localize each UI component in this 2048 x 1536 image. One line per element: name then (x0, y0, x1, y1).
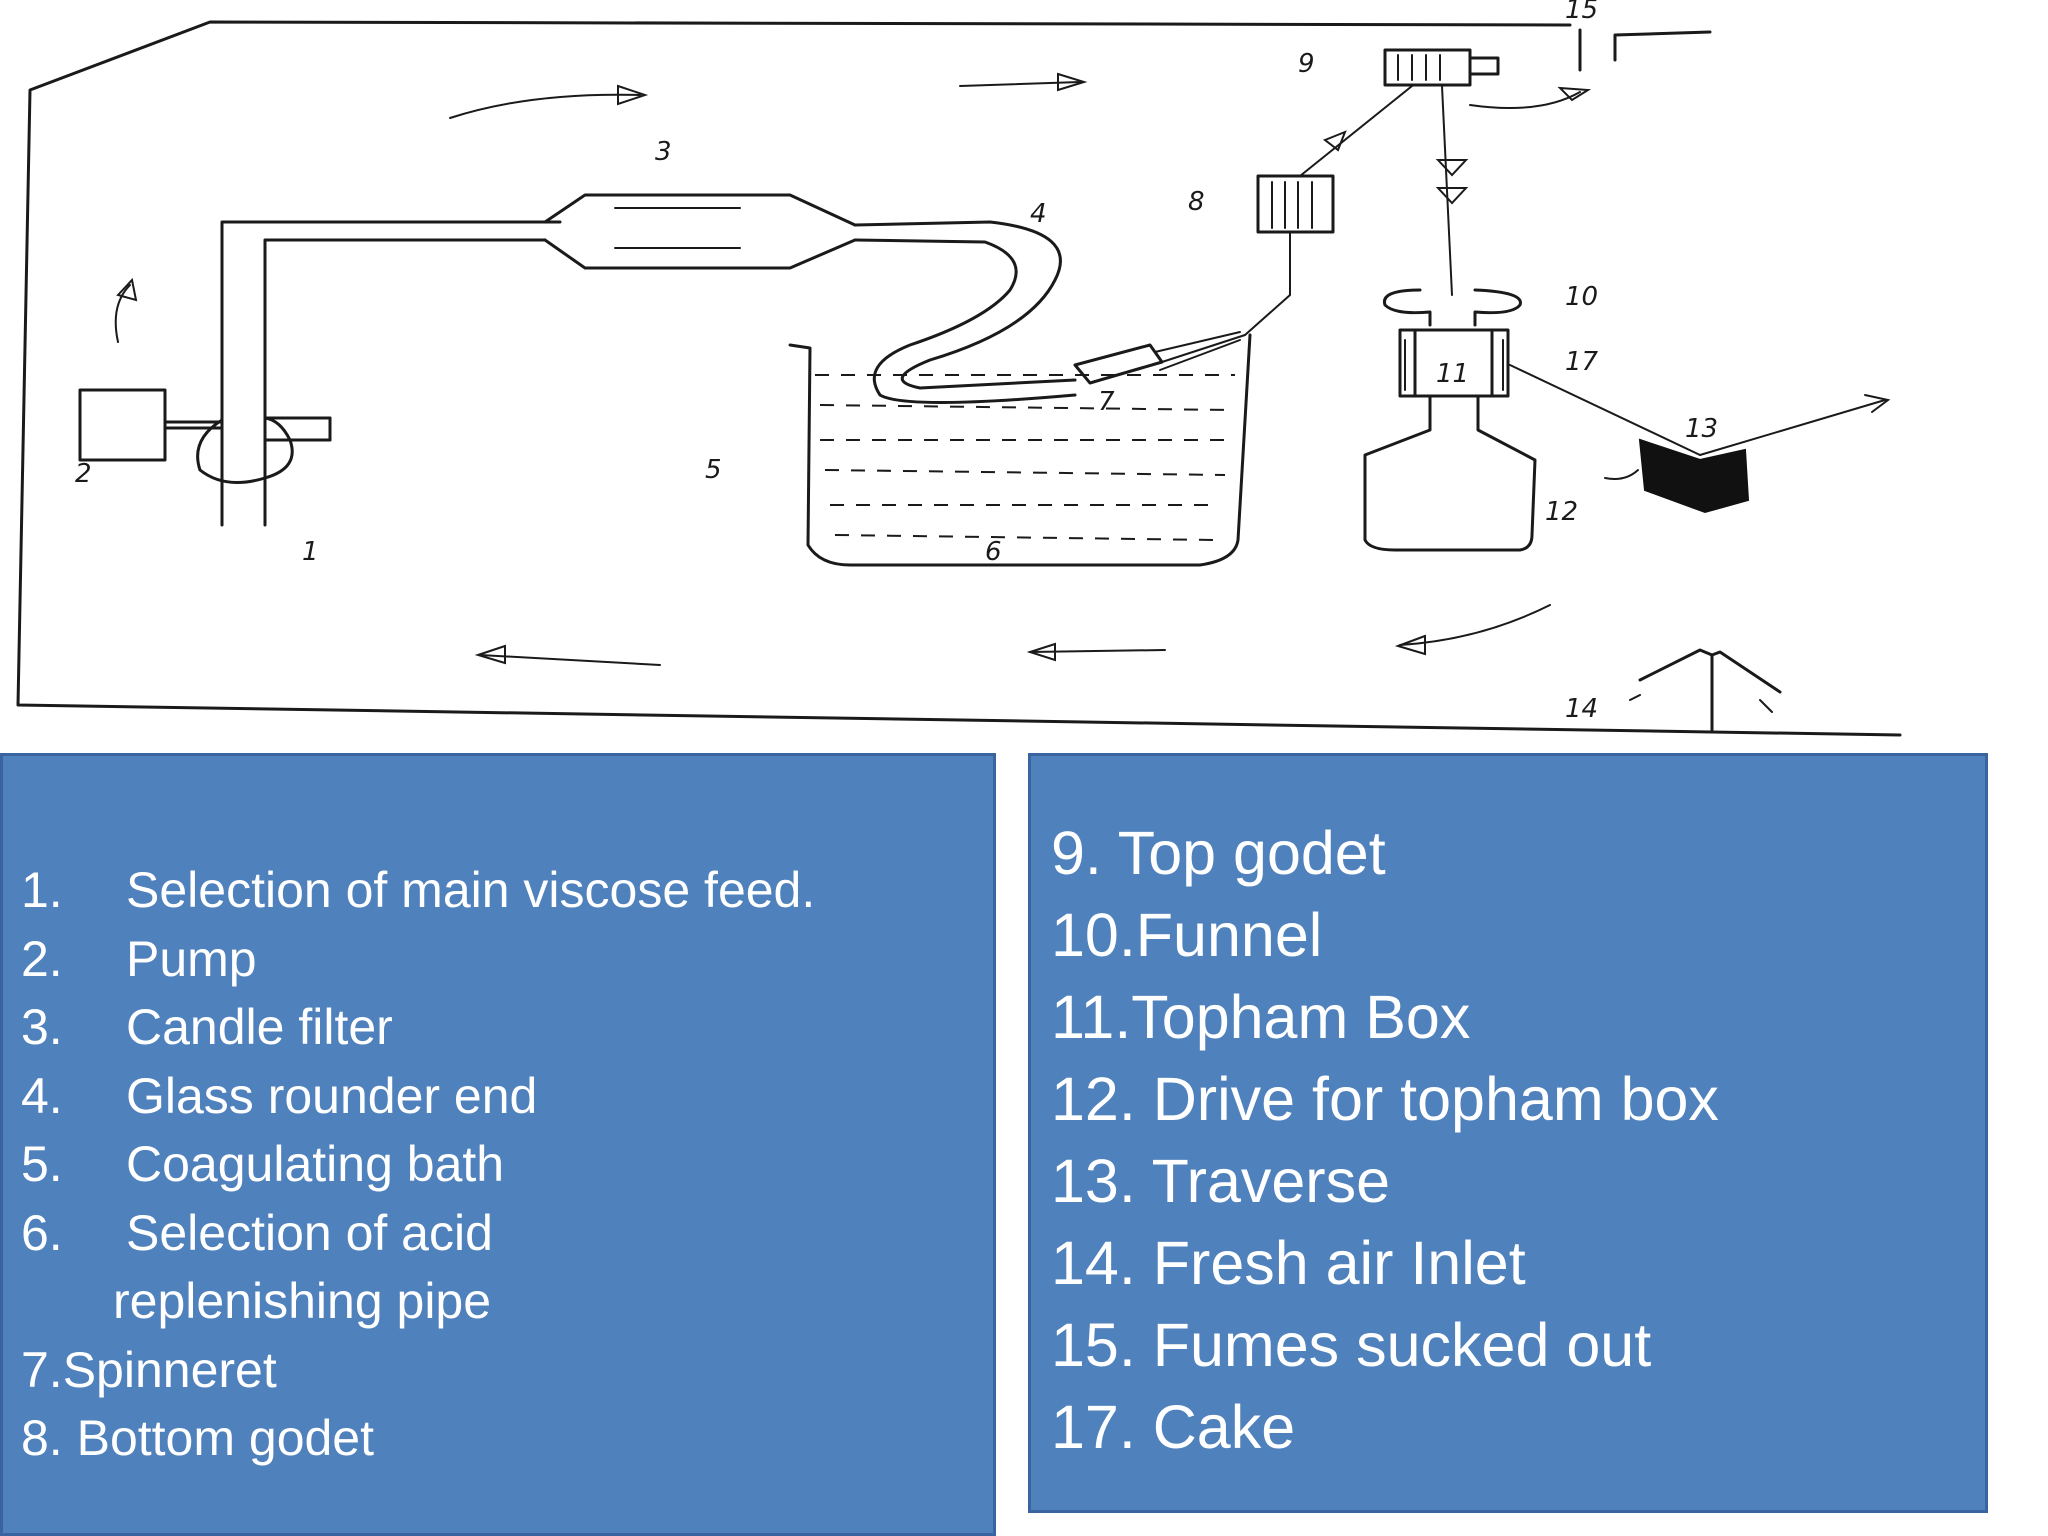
drive-for-topham-box (1363, 394, 1537, 552)
legend-item-11: 11.Topham Box (1051, 983, 1471, 1051)
legend-item-4: 4. Glass rounder end (21, 1062, 993, 1131)
label-5: 5 (705, 455, 722, 485)
legend-item-continuation: replenishing pipe (113, 1273, 492, 1329)
label-1: 1 (302, 537, 319, 567)
legend-item-1: 1. Selection of main viscose feed. (21, 856, 993, 925)
funnel (1382, 288, 1522, 327)
legend-item-15: 15. Fumes sucked out (1051, 1311, 1652, 1379)
label-7: 7 (1098, 387, 1115, 417)
label-13: 13 (1685, 414, 1718, 444)
airflow-arrows-top (449, 72, 1592, 119)
legend-item-text: Selection of main viscose feed. (126, 862, 816, 918)
topham-box (1398, 328, 1510, 398)
bottom-godet (1244, 174, 1335, 336)
label-17: 17 (1565, 347, 1599, 377)
legend-item-number: 6. (21, 1204, 63, 1261)
legend-item-text: Candle filter (126, 999, 393, 1055)
legend-item-8: 8. Bottom godet (21, 1410, 375, 1466)
label-9: 9 (1298, 49, 1315, 79)
glass-rounder-end (853, 220, 1077, 404)
legend-item-17: 17. Cake (1051, 1393, 1296, 1461)
legend-panel-left: 1. Selection of main viscose feed. 2. Pump… (0, 753, 996, 1536)
label-4: 4 (1030, 199, 1047, 229)
legend-item-13: 13. Traverse (1051, 1147, 1391, 1215)
legend-list-right: 9. Top godet 10.Funnel 11.Topham Box 12.… (1051, 812, 1985, 1468)
legend-list-left: 1. Selection of main viscose feed. 2. Pump… (21, 856, 993, 1473)
legend-item-14: 14. Fresh air Inlet (1051, 1229, 1526, 1297)
part-number-labels: 1 2 3 4 5 6 7 8 9 10 11 12 13 14 15 17 (75, 0, 1718, 724)
label-12: 12 (1545, 497, 1578, 527)
legend-item-10: 10.Funnel (1051, 901, 1323, 969)
viscose-feed-tube (196, 220, 562, 527)
label-10: 10 (1565, 282, 1598, 312)
fresh-air-inlet (1638, 648, 1782, 732)
legend-item-text: Glass rounder end (126, 1067, 538, 1124)
legend-item-number: 3. (21, 999, 63, 1055)
legend-item-text: Pump (126, 930, 257, 987)
legend-item-12: 12. Drive for topham box (1051, 1065, 1719, 1133)
airflow-arrows-bottom (114, 277, 1551, 666)
enclosure-outline (16, 20, 1902, 737)
traverse (1509, 364, 1891, 514)
legend-item-number: 2. (21, 930, 63, 987)
legend-item-number: 4. (21, 1067, 63, 1124)
spinneret (1073, 331, 1246, 385)
enclosure-top-right (1613, 30, 1712, 62)
legend-panel-right: 9. Top godet 10.Funnel 11.Topham Box 12.… (1028, 753, 1988, 1513)
legend-item-6: 6. Selection of acid replenishing pipe (21, 1199, 993, 1336)
label-2: 2 (75, 459, 92, 489)
legend-item-3: 3. Candle filter (21, 993, 993, 1062)
label-8: 8 (1188, 187, 1205, 217)
legend-item-7: 7.Spinneret (21, 1341, 277, 1398)
legend-item-text: Coagulating bath (126, 1136, 505, 1192)
top-godet (1299, 48, 1500, 296)
legend-item-2: 2. Pump (21, 925, 993, 994)
candle-filter (543, 193, 857, 270)
legend-item-5: 5. Coagulating bath (21, 1130, 993, 1199)
label-6: 6 (985, 537, 1002, 567)
label-15: 15 (1565, 0, 1598, 25)
label-3: 3 (655, 137, 672, 167)
legend-item-9: 9. Top godet (1051, 819, 1386, 887)
legend-item-number: 1. (21, 862, 63, 918)
legend-item-number: 5. (21, 1136, 63, 1192)
coagulating-bath (788, 333, 1252, 567)
legend-item-text: Selection of acid (126, 1204, 493, 1261)
spinning-machine-diagram: 1 2 3 4 5 6 7 8 9 10 11 12 13 14 15 17 (16, 0, 1902, 737)
label-11: 11 (1436, 359, 1469, 389)
pump (78, 388, 224, 462)
label-14: 14 (1565, 694, 1598, 724)
